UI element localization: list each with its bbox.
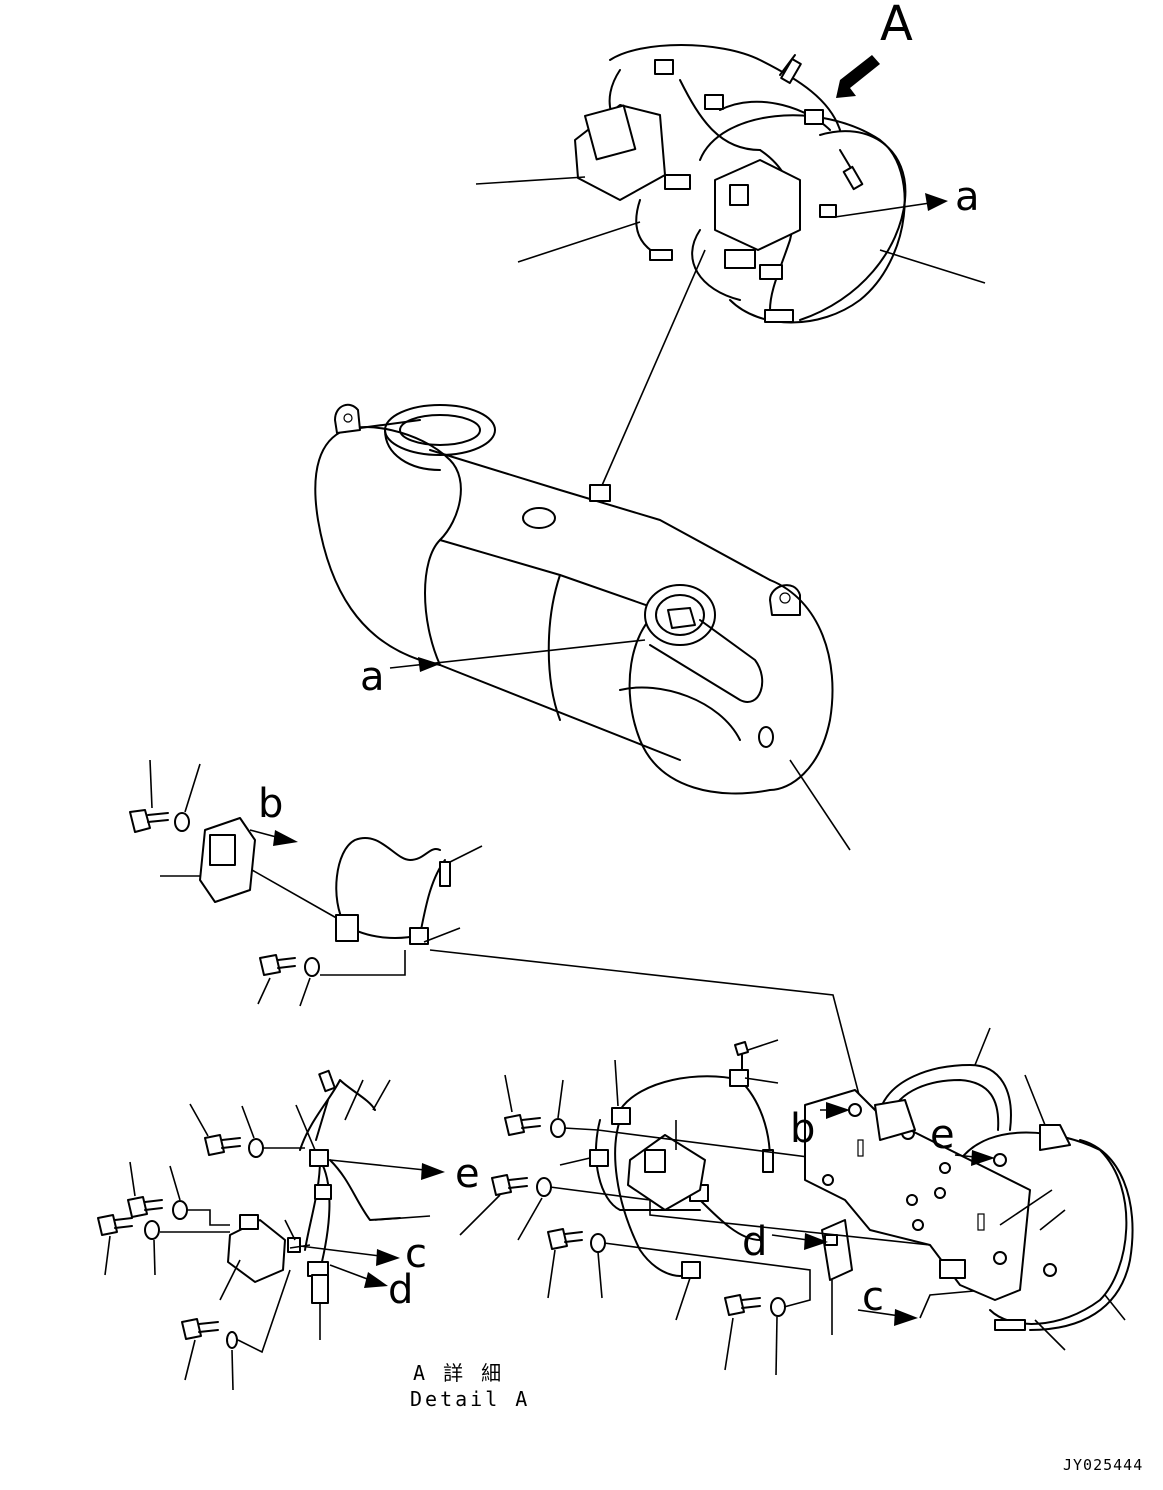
callout-arrow-c-left — [299, 1245, 400, 1266]
callout-b-right: b — [790, 1106, 815, 1152]
sensor-harness-middle — [257, 837, 483, 1007]
bottom-right-plate — [804, 1027, 1134, 1351]
callout-arrow-d-left — [329, 1264, 388, 1288]
callout-e-left: e — [455, 1151, 480, 1197]
view-a-arrow — [836, 55, 880, 98]
leader-line — [919, 1289, 986, 1319]
callout-arrow-a-top — [834, 193, 948, 218]
detail-caption-en: Detail A — [410, 1387, 530, 1411]
callout-e-right: e — [930, 1112, 955, 1158]
view-a-label: A — [880, 0, 913, 52]
leader-line — [789, 759, 851, 851]
callout-a-tank: a — [360, 654, 385, 700]
drawing-code: JY025444 — [1063, 1456, 1143, 1474]
callout-arrow-a-tank — [389, 639, 646, 672]
tank-assembly — [314, 403, 834, 795]
callout-arrow-b-right — [820, 1102, 850, 1119]
bottom-left-group — [97, 1069, 431, 1391]
controller-group — [129, 759, 341, 921]
callout-a-top: a — [955, 174, 980, 220]
callout-arrow-e-left — [329, 1159, 445, 1180]
callout-arrow-e-right — [954, 1150, 995, 1166]
leader-line — [599, 249, 706, 491]
callout-b-left: b — [258, 781, 283, 827]
callout-arrow-c-right — [857, 1309, 918, 1326]
leader-line — [879, 249, 986, 284]
detail-caption-jp: A 詳 細 — [413, 1361, 504, 1385]
top-sensor-assembly — [574, 44, 907, 324]
callout-d-left: d — [388, 1267, 413, 1313]
callout-c-right: c — [862, 1274, 884, 1320]
callout-arrow-d-right — [771, 1233, 828, 1250]
callout-arrow-b-left — [249, 829, 298, 846]
bottom-middle-group — [459, 1039, 931, 1376]
callout-d-right: d — [742, 1219, 767, 1265]
callout-c-left: c — [405, 1231, 427, 1277]
leader-line — [475, 176, 586, 185]
leader-line — [517, 221, 641, 263]
